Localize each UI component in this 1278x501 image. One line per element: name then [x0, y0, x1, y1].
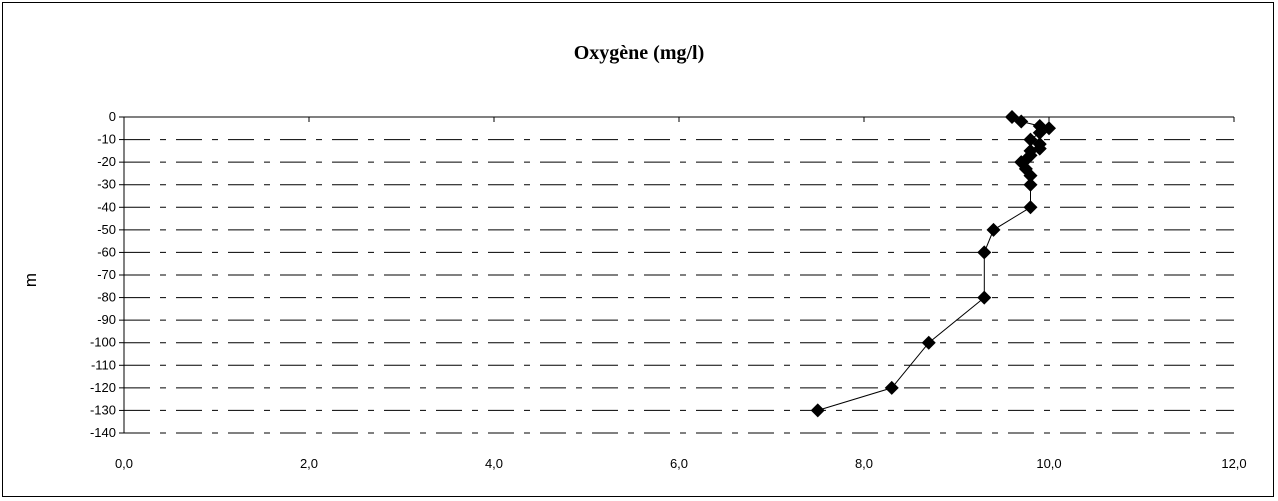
y-tick-label: -50: [97, 222, 116, 237]
y-tick-label: -140: [90, 425, 116, 440]
series-line: [817, 116, 1051, 411]
y-tick-label: -120: [90, 380, 116, 395]
y-tick-label: -90: [97, 312, 116, 327]
axes: [119, 116, 1235, 434]
y-tick-label: -60: [97, 244, 116, 259]
x-tick-label: 4,0: [485, 456, 503, 471]
y-tick-label: -40: [97, 199, 116, 214]
data-point: [1023, 177, 1038, 192]
data-point: [810, 403, 825, 418]
x-tick-label: 10,0: [1036, 456, 1061, 471]
x-tick-label: 8,0: [855, 456, 873, 471]
y-tick-label: -110: [91, 357, 116, 372]
data-point: [884, 380, 899, 395]
data-point: [1023, 200, 1038, 215]
x-tick-label: 2,0: [300, 456, 318, 471]
y-tick-label: -20: [97, 154, 116, 169]
y-tick-label: -80: [97, 290, 116, 305]
y-tick-label: -10: [97, 132, 116, 147]
y-tick-label: -130: [90, 402, 116, 417]
data-point: [1014, 114, 1029, 129]
data-series: [810, 110, 1056, 418]
x-tick-label: 12,0: [1221, 456, 1246, 471]
y-tick-label: -30: [97, 177, 116, 192]
y-tick-label: 0: [109, 109, 116, 124]
chart-title: Oxygène (mg/l): [573, 42, 705, 64]
data-point: [986, 222, 1001, 237]
y-tick-label: -70: [97, 267, 116, 282]
x-tick-label: 0,0: [115, 456, 133, 471]
tick-labels: 0 -10 -20 -30 -40 -50 -60 -70 -80 -90 -100 -110 -120…: [90, 109, 1247, 471]
y-axis-label: m: [21, 273, 40, 287]
data-point: [977, 290, 992, 305]
data-point: [1023, 168, 1038, 183]
grid-lines: [124, 139, 1234, 434]
data-point: [921, 335, 936, 350]
data-point: [977, 245, 992, 260]
y-tick-label: -100: [90, 335, 116, 350]
data-point: [1032, 125, 1047, 140]
x-tick-label: 6,0: [670, 456, 688, 471]
